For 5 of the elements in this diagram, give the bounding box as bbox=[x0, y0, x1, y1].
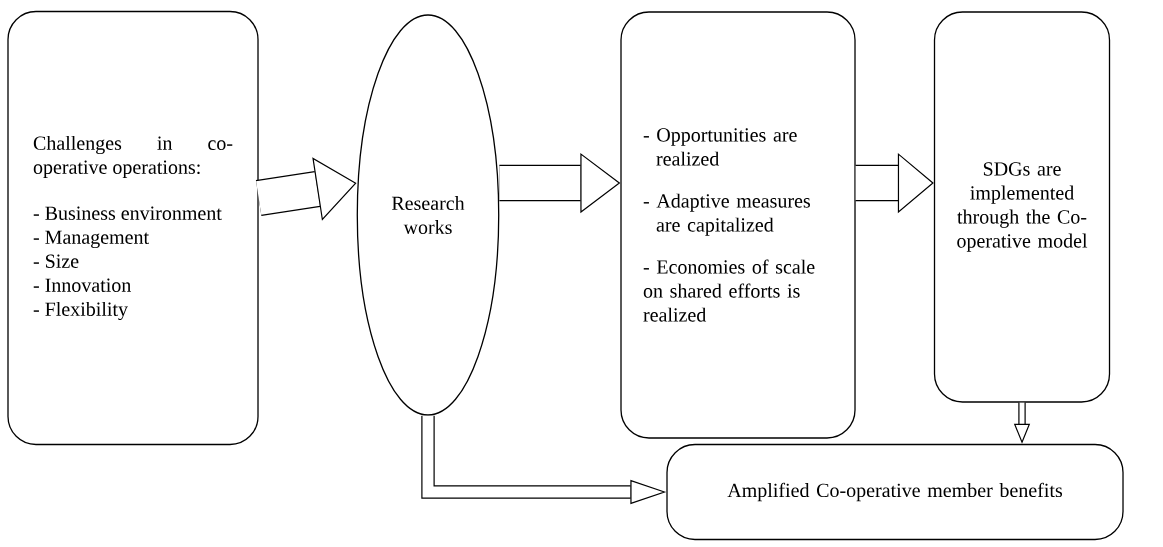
block-arrow bbox=[255, 157, 357, 221]
process-box: - Opportunities are realized - Adaptive measures are capitalized - Economies of scale on shared efforts is realized bbox=[620, 11, 856, 439]
process-box: Challenges in co-operative operations: - Business environment - Management - Size - Innovation - Flexibility bbox=[7, 10, 259, 446]
process-box: SDGs are implemented through the Co-operative model bbox=[933, 11, 1111, 403]
process-box: Amplified Co-operative member benefits bbox=[666, 443, 1124, 541]
